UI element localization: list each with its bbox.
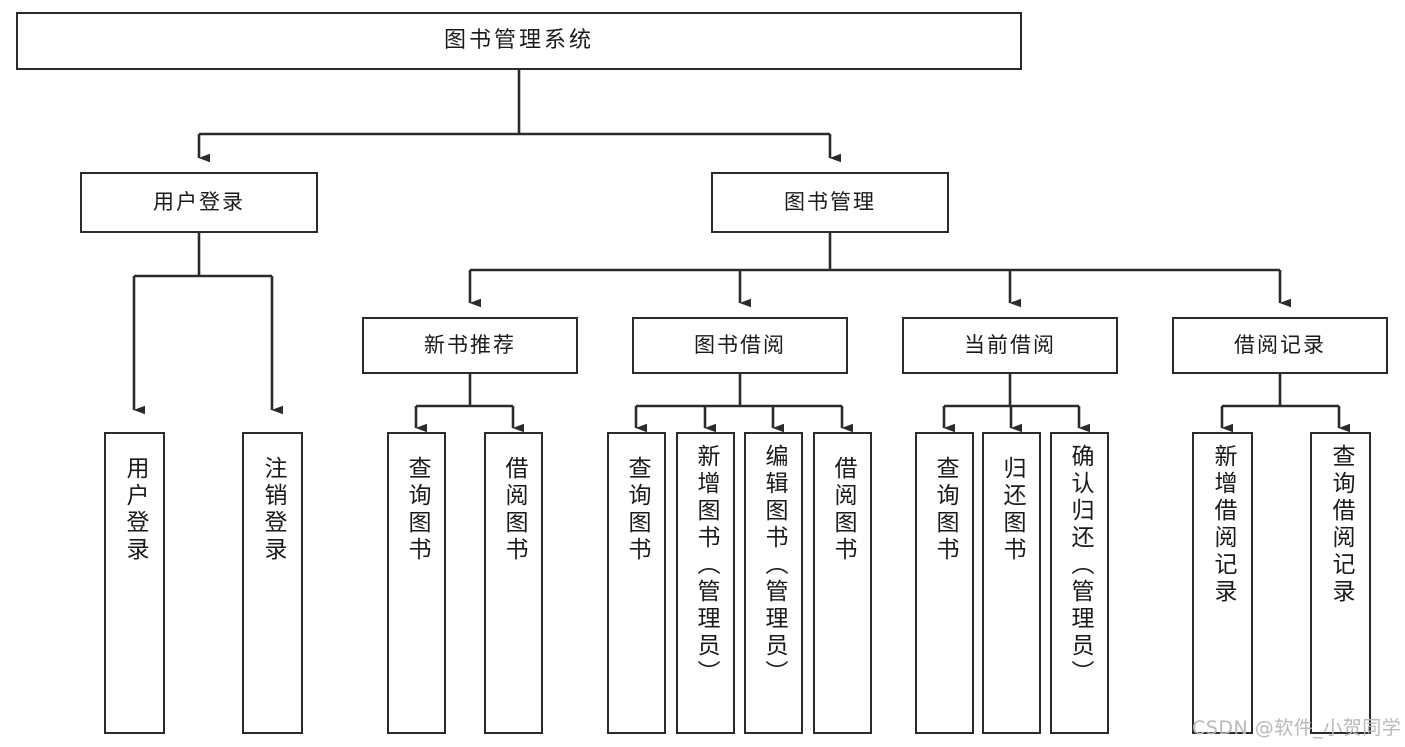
node-leaf-query-borrow-record[interactable]: 查询借阅记录 xyxy=(1310,432,1371,734)
node-leaf-confirm-return-admin[interactable]: 确认归还（管理员） xyxy=(1050,432,1109,734)
node-leaf-return-book[interactable]: 归还图书 xyxy=(982,432,1041,734)
node-leaf-add-book-admin[interactable]: 新增图书（管理员） xyxy=(676,432,735,734)
node-leaf-borrow-book-recommend[interactable]: 借阅图书 xyxy=(484,432,543,734)
node-label: 查询图书 xyxy=(624,456,650,564)
node-leaf-query-book-recommend[interactable]: 查询图书 xyxy=(387,432,446,734)
node-label: 确认归还（管理员） xyxy=(1067,444,1093,687)
node-leaf-edit-book-admin[interactable]: 编辑图书（管理员） xyxy=(744,432,803,734)
node-label: 图书管理 xyxy=(784,190,876,215)
node-label: 新书推荐 xyxy=(424,333,516,358)
node-label: 编辑图书（管理员） xyxy=(761,444,787,687)
node-leaf-query-book-current[interactable]: 查询图书 xyxy=(915,432,974,734)
node-borrow-record[interactable]: 借阅记录 xyxy=(1172,317,1388,374)
node-label: 图书管理系统 xyxy=(443,28,594,54)
node-user-login[interactable]: 用户登录 xyxy=(80,172,318,233)
node-label: 用户登录 xyxy=(153,190,245,215)
node-label: 当前借阅 xyxy=(964,333,1056,358)
node-leaf-add-borrow-record[interactable]: 新增借阅记录 xyxy=(1192,432,1253,734)
node-label: 借阅记录 xyxy=(1234,333,1326,358)
node-current-borrow[interactable]: 当前借阅 xyxy=(902,317,1118,374)
node-label: 归还图书 xyxy=(999,456,1025,564)
node-leaf-logout-login[interactable]: 注销登录 xyxy=(242,432,303,734)
node-label: 查询图书 xyxy=(404,456,430,564)
node-leaf-user-login[interactable]: 用户登录 xyxy=(104,432,165,734)
node-label: 借阅图书 xyxy=(501,456,527,564)
node-leaf-borrow-book-borrow[interactable]: 借阅图书 xyxy=(813,432,872,734)
node-label: 新增借阅记录 xyxy=(1210,444,1236,606)
node-book-borrow[interactable]: 图书借阅 xyxy=(632,317,848,374)
node-new-book-recommend[interactable]: 新书推荐 xyxy=(362,317,578,374)
node-label: 用户登录 xyxy=(122,456,148,564)
node-label: 查询图书 xyxy=(932,456,958,564)
node-label: 借阅图书 xyxy=(830,456,856,564)
node-label: 图书借阅 xyxy=(694,333,786,358)
node-label: 新增图书（管理员） xyxy=(693,444,719,687)
node-label: 查询借阅记录 xyxy=(1328,444,1354,606)
node-leaf-query-book-borrow[interactable]: 查询图书 xyxy=(607,432,666,734)
node-root-book-management-system[interactable]: 图书管理系统 xyxy=(16,12,1022,70)
node-label: 注销登录 xyxy=(260,456,286,564)
node-book-manage[interactable]: 图书管理 xyxy=(711,172,949,233)
